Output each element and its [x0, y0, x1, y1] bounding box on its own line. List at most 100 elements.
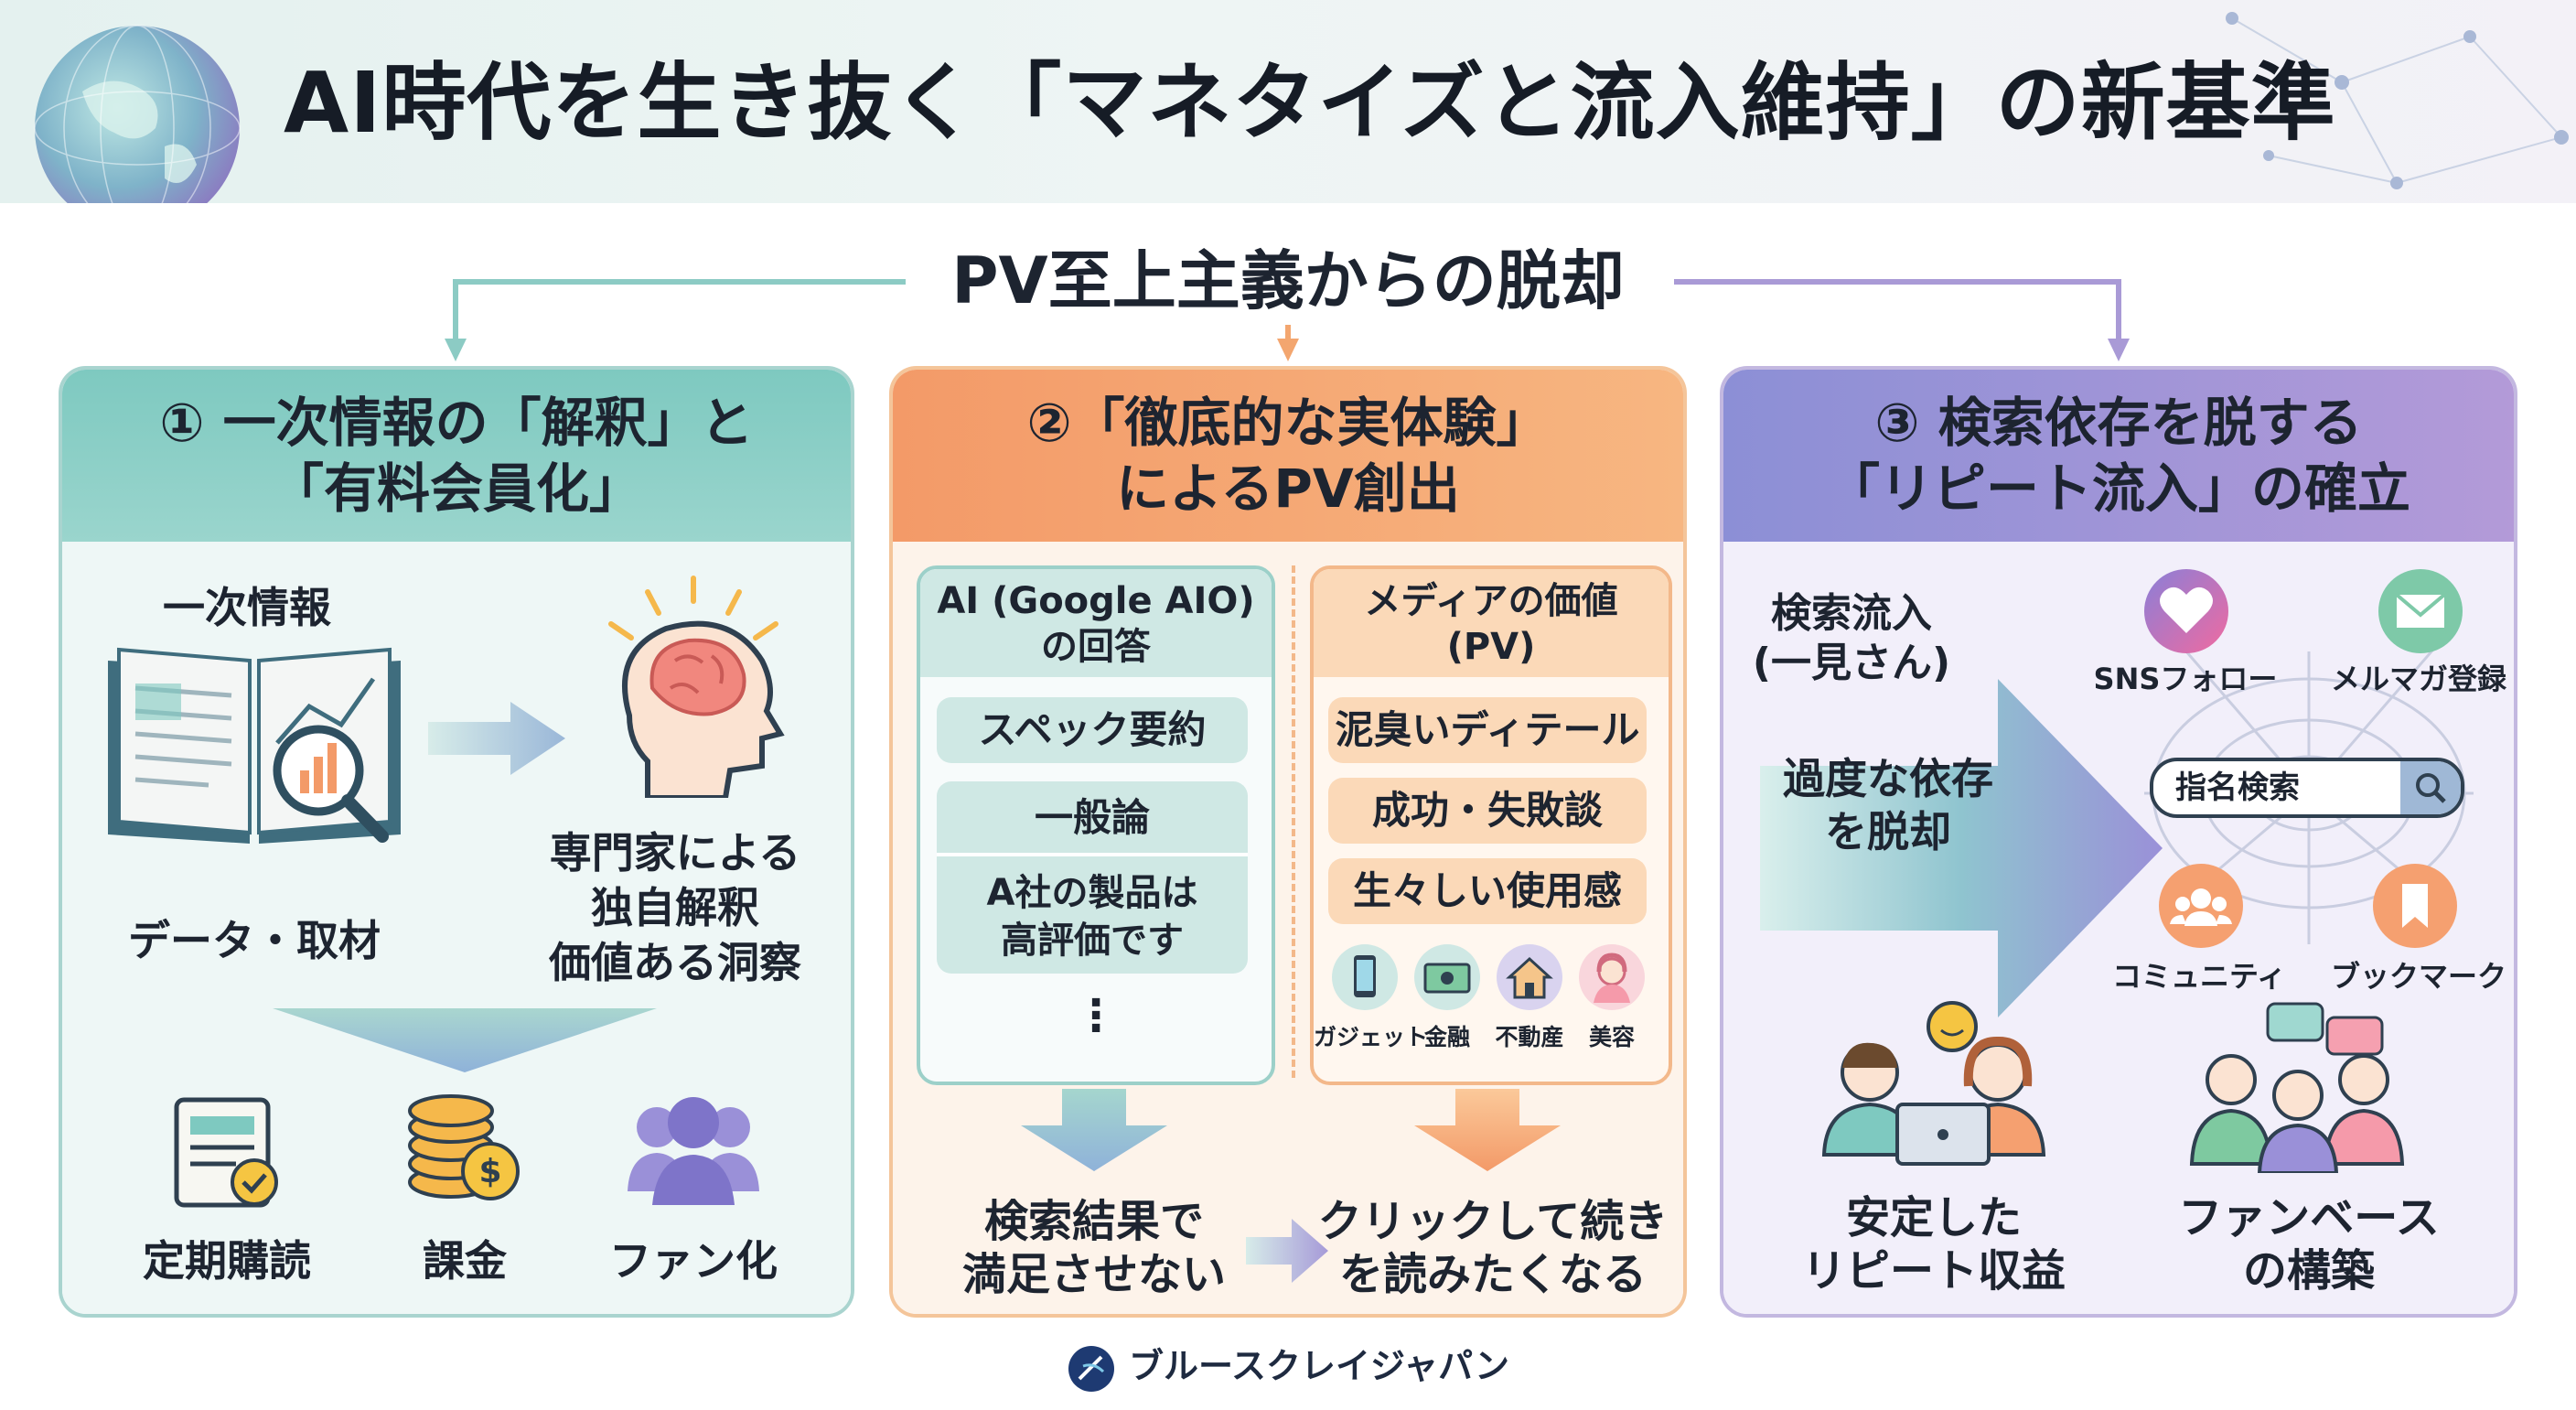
example-line: 高評価です — [1001, 920, 1184, 962]
hub-label: コミュニティ — [2111, 959, 2287, 994]
revenue-line: リピート収益 — [1801, 1245, 2066, 1297]
column-repeat-traffic: ③ 検索依存を脱する 「リピート流入」の確立 検索流入 (一見さん) 過度な依存… — [1720, 366, 2517, 1318]
media-value-panel: メディアの価値 (PV) 泥臭いディテール 成功・失敗談 生々しい使用感 ガジェ… — [1310, 565, 1672, 1085]
subtitle-connectors — [445, 279, 2130, 361]
divider — [1292, 565, 1299, 1078]
arrow-right-icon — [1246, 1219, 1328, 1283]
expert-line: 独自解釈 — [591, 883, 759, 932]
book-icon — [99, 633, 410, 862]
fanbase-line: ファンベース — [2178, 1192, 2440, 1243]
arrow-down-icon — [273, 1008, 657, 1072]
genre-label: 不動産 — [1495, 1024, 1564, 1050]
smartphone-icon — [1332, 944, 1398, 1010]
fan-group-icon — [2181, 999, 2419, 1175]
bookmark-icon — [2373, 864, 2457, 948]
arrow-text: 過度な依存 を脱却 — [1751, 752, 2025, 858]
expert-line: 専門家による — [549, 828, 801, 877]
outcome-label: 課金 — [423, 1236, 507, 1286]
result-line: を読みたくなる — [1338, 1249, 1647, 1300]
fans-group-icon — [620, 1091, 767, 1210]
result-left: 検索結果で 満足させない — [902, 1195, 1286, 1301]
svg-text:$: $ — [478, 1153, 501, 1190]
brand-logo-icon — [1067, 1344, 1116, 1394]
media-panel-title: メディアの価値 (PV) — [1314, 578, 1669, 670]
example-line: A社の製品は — [986, 872, 1198, 914]
revenue-line: 安定した — [1845, 1192, 2022, 1243]
title-line: メディアの価値 — [1364, 580, 1618, 622]
title-line: AI (Google AIO) — [937, 580, 1255, 622]
beauty-person-icon — [1579, 944, 1645, 1010]
hub-label: ブックマーク — [2330, 959, 2506, 994]
ai-general-box: 一般論 A社の製品は 高評価です — [937, 781, 1248, 974]
brain-head-icon — [574, 560, 812, 801]
search-traffic-label: 検索流入 (一見さん) — [1742, 589, 1961, 688]
ai-panel-title: AI (Google AIO) の回答 — [920, 578, 1272, 670]
search-icon[interactable] — [2400, 761, 2461, 814]
outcome-label: ファン化 — [609, 1236, 778, 1286]
arrow-right-icon — [428, 702, 565, 775]
arrow-line: を脱却 — [1825, 807, 1951, 856]
fanbase-label: ファンベース の構築 — [2153, 1191, 2464, 1297]
outcome-label: 定期購読 — [143, 1236, 311, 1286]
genre-label: 美容 — [1588, 1024, 1635, 1050]
genre-label: 金融 — [1423, 1024, 1470, 1050]
heading-line: 「リピート流入」の確立 — [1826, 457, 2410, 520]
result-line: 検索結果で — [983, 1196, 1204, 1247]
expert-line: 価値ある洞察 — [549, 938, 801, 987]
brand-name: ブルースクレイジャパン — [1128, 1346, 1510, 1386]
title-line: (PV) — [1446, 626, 1536, 668]
fanbase-line: の構築 — [2242, 1245, 2375, 1297]
column-heading: ① 一次情報の「解釈」と 「有料会員化」 — [62, 370, 851, 542]
result-right: クリックして続き を読みたくなる — [1310, 1195, 1676, 1301]
media-item: 泥臭いディテール — [1328, 697, 1647, 763]
community-icon — [2159, 864, 2243, 948]
result-line: 満足させない — [961, 1249, 1226, 1300]
column-primary-info: ① 一次情報の「解釈」と 「有料会員化」 一次情報 — [59, 366, 854, 1318]
ai-item: 一般論 — [1034, 795, 1150, 840]
globe-icon — [27, 18, 247, 203]
heading-line: によるPV創出 — [1116, 457, 1460, 520]
column-body: 検索流入 (一見さん) 過度な依存 を脱却 SNSフォロー メルマガ登録 指名検… — [1723, 542, 2514, 1314]
ellipsis: ⋮ — [1074, 990, 1118, 1041]
heading-line: ③ 検索依存を脱する — [1874, 392, 2363, 454]
ai-example: A社の製品は 高評価です — [937, 869, 1248, 964]
money-icon — [1414, 944, 1480, 1010]
footer-brand: ブルースクレイジャパン — [0, 1338, 2576, 1394]
revenue-label: 安定した リピート収益 — [1778, 1191, 2089, 1297]
search-line: (一見さん) — [1752, 640, 1951, 686]
expert-text: 専門家による 独自解釈 価値ある洞察 — [510, 825, 840, 990]
media-item: 成功・失敗談 — [1328, 778, 1647, 844]
column-real-experience: ②「徹底的な実体験」 によるPV創出 AI (Google AIO) の回答 ス… — [889, 366, 1687, 1318]
column-heading: ②「徹底的な実体験」 によるPV創出 — [893, 370, 1683, 542]
heading-line: 「有料会員化」 — [270, 457, 642, 520]
house-icon — [1497, 944, 1562, 1010]
subtitle-text: PV至上主義からの脱却 — [924, 243, 1652, 318]
column-body: 一次情報 — [62, 542, 851, 1314]
mail-icon — [2378, 569, 2463, 653]
column-body: AI (Google AIO) の回答 スペック要約 一般論 A社の製品は 高評… — [893, 542, 1683, 1314]
page-title: AI時代を生き抜く「マネタイズと流入維持」の新基準 — [284, 54, 2336, 152]
hub-label: メルマガ登録 — [2330, 662, 2506, 696]
header-banner: AI時代を生き抜く「マネタイズと流入維持」の新基準 — [0, 0, 2576, 203]
heading-line: ① 一次情報の「解釈」と — [159, 392, 754, 454]
arrow-down-icon — [1021, 1089, 1167, 1171]
named-search-box[interactable]: 指名検索 — [2150, 758, 2464, 818]
heart-icon — [2144, 569, 2228, 653]
heading-line: ②「徹底的な実体験」 — [1026, 392, 1550, 454]
media-item: 生々しい使用感 — [1328, 858, 1647, 924]
title-line: の回答 — [1041, 626, 1151, 668]
arrow-line: 過度な依存 — [1783, 754, 1993, 803]
coin-stack-icon: $ — [401, 1091, 529, 1210]
people-laptop-icon — [1806, 999, 2062, 1173]
genre-label: ガジェット — [1314, 1024, 1429, 1050]
ai-answer-panel: AI (Google AIO) の回答 スペック要約 一般論 A社の製品は 高評… — [917, 565, 1275, 1085]
search-box-text: 指名検索 — [2175, 770, 2300, 806]
subscription-document-icon — [163, 1091, 291, 1210]
hub-label: SNSフォロー — [2093, 662, 2278, 696]
data-label: データ・取材 — [128, 916, 381, 965]
ai-item: スペック要約 — [937, 697, 1248, 763]
source-label: 一次情報 — [163, 583, 331, 632]
column-heading: ③ 検索依存を脱する 「リピート流入」の確立 — [1723, 370, 2514, 542]
result-line: クリックして続き — [1317, 1196, 1669, 1247]
search-line: 検索流入 — [1771, 590, 1932, 637]
